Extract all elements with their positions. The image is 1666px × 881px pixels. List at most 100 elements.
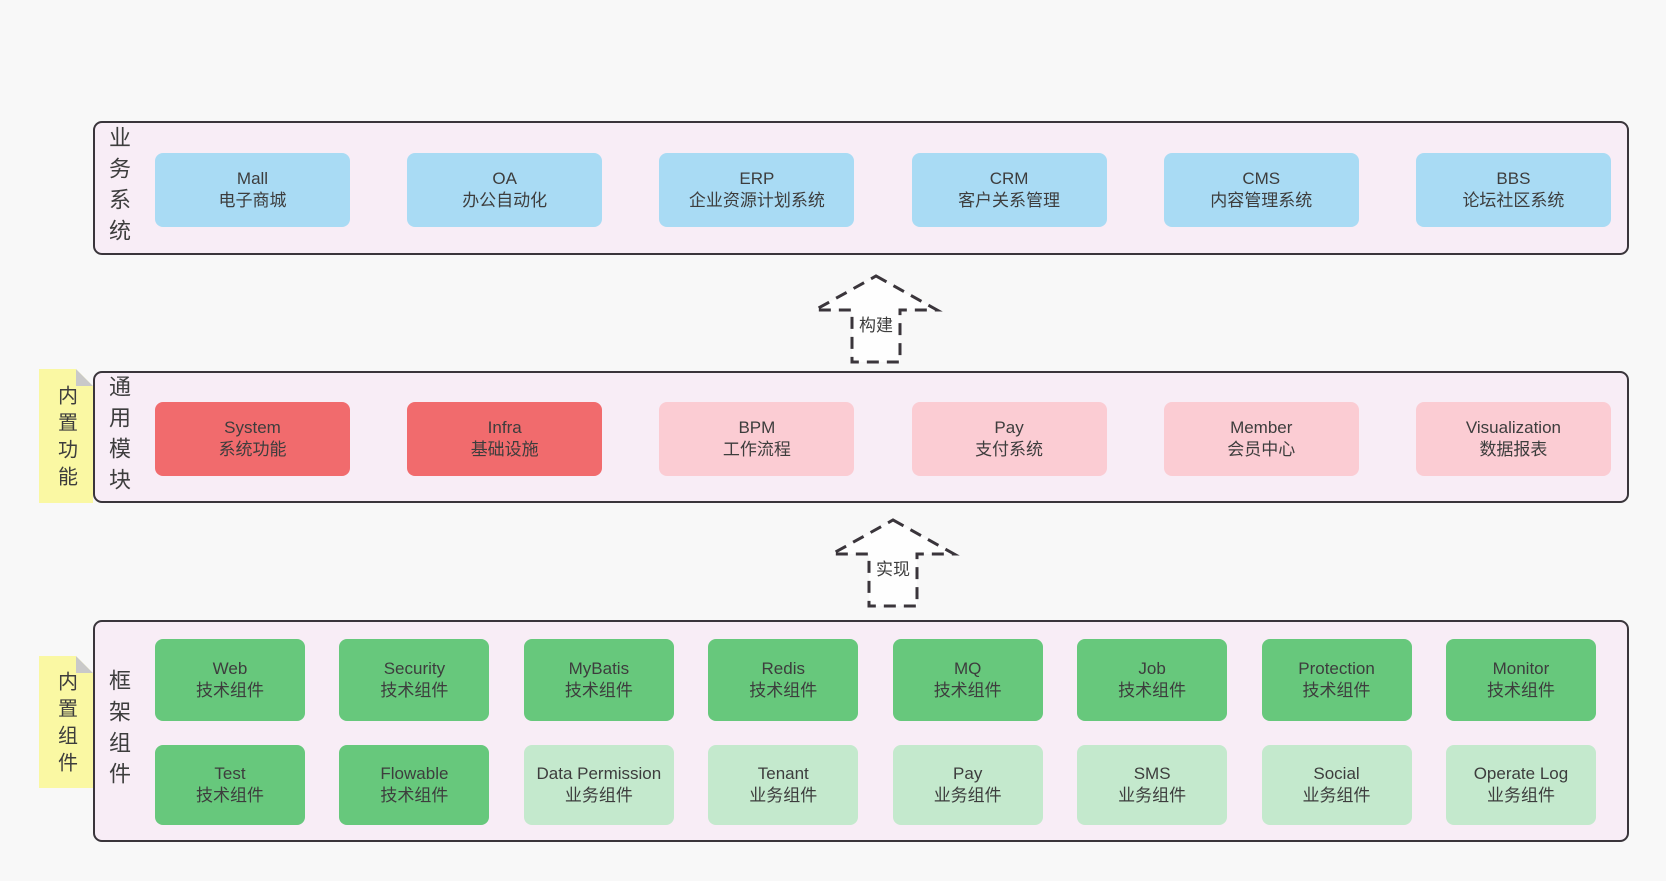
arrow-up-implement-icon: 实现 — [826, 518, 960, 608]
layer-modules-panel: 通用模块 System 系统功能 Infra 基础设施 BPM 工作流程 — [93, 371, 1629, 503]
box-subtitle: 论坛社区系统 — [1462, 191, 1565, 210]
diagram-box: Security 技术组件 — [339, 639, 490, 721]
box-title: Job — [1138, 658, 1166, 678]
box-subtitle: 工作流程 — [722, 440, 791, 459]
box-title: Visualization — [1465, 417, 1561, 437]
diagram-box: Test 技术组件 — [155, 745, 305, 825]
diagram-box: MyBatis 技术组件 — [523, 639, 674, 721]
diagram-box: Member 会员中心 — [1163, 402, 1359, 476]
box-subtitle: 技术组件 — [1302, 681, 1371, 700]
diagram-box: Job 技术组件 — [1077, 639, 1228, 721]
box-title: BBS — [1496, 168, 1531, 188]
layer-components-row-2: Test 技术组件 Flowable 技术组件 Data Permission … — [155, 745, 1596, 825]
layer-business-label: 业务系统 — [106, 126, 131, 250]
box-subtitle: 业务组件 — [564, 786, 633, 805]
box-subtitle: 技术组件 — [380, 681, 449, 700]
box-subtitle: 业务组件 — [1486, 786, 1555, 805]
box-subtitle: 电子商城 — [218, 191, 287, 210]
diagram-box: Tenant 业务组件 — [708, 745, 859, 825]
box-subtitle: 业务组件 — [1118, 786, 1187, 805]
box-subtitle: 技术组件 — [933, 681, 1002, 700]
box-subtitle: 系统功能 — [218, 440, 287, 459]
arrow-label-background — [871, 556, 915, 582]
layer-components-label: 框架组件 — [106, 669, 131, 793]
sticky-note-built-in-components: 内置组件 — [39, 656, 93, 788]
diagram-box: Mall 电子商城 — [155, 153, 350, 227]
box-subtitle: 技术组件 — [380, 786, 449, 805]
diagram-box: BPM 工作流程 — [659, 402, 855, 476]
diagram-box: MQ 技术组件 — [892, 639, 1043, 721]
diagram-box: System 系统功能 — [155, 402, 350, 476]
box-title: Social — [1313, 763, 1360, 783]
box-subtitle: 支付系统 — [975, 440, 1044, 459]
box-subtitle: 企业资源计划系统 — [688, 191, 825, 210]
box-subtitle: 数据报表 — [1479, 440, 1548, 459]
box-title: Flowable — [380, 763, 449, 783]
box-title: MyBatis — [568, 658, 630, 678]
sticky-note-built-in-features: 内置功能 — [39, 369, 93, 503]
sticky-label: 内置功能 — [54, 385, 77, 493]
box-subtitle: 业务组件 — [933, 786, 1002, 805]
box-title: CRM — [989, 168, 1029, 188]
diagram-box: Pay 支付系统 — [911, 402, 1107, 476]
box-title: Operate Log — [1473, 763, 1569, 783]
diagram-box: Visualization 数据报表 — [1415, 402, 1611, 476]
box-subtitle: 业务组件 — [1302, 786, 1371, 805]
box-title: Pay — [953, 763, 983, 783]
diagram-box: SMS 业务组件 — [1077, 745, 1228, 825]
box-subtitle: 技术组件 — [564, 681, 633, 700]
box-title: Web — [212, 658, 248, 678]
diagram-box: CRM 客户关系管理 — [911, 153, 1107, 227]
box-title: Monitor — [1492, 658, 1550, 678]
box-title: OA — [492, 168, 517, 188]
box-subtitle: 客户关系管理 — [958, 191, 1061, 210]
layer-modules-label: 通用模块 — [106, 375, 131, 499]
arrow-implement-label: 实现 — [876, 560, 910, 579]
box-title: BPM — [738, 417, 776, 437]
layer-components-panel: 框架组件 Web 技术组件 Security 技术组件 MyBatis 技术组件 — [93, 620, 1629, 842]
box-subtitle: 技术组件 — [749, 681, 818, 700]
box-title: Mall — [236, 168, 269, 188]
box-title: SMS — [1133, 763, 1171, 783]
box-title: Security — [383, 658, 446, 678]
diagram-box: Pay 业务组件 — [892, 745, 1043, 825]
box-subtitle: 技术组件 — [196, 681, 264, 700]
box-subtitle: 内容管理系统 — [1210, 191, 1313, 210]
box-title: ERP — [739, 168, 775, 188]
box-title: Redis — [761, 658, 805, 678]
diagram-box: Infra 基础设施 — [407, 402, 603, 476]
diagram-box: Flowable 技术组件 — [339, 745, 490, 825]
diagram-box: Social 业务组件 — [1261, 745, 1412, 825]
layer-business-row: Mall 电子商城 OA 办公自动化 ERP 企业资源计划系统 CRM 客户关系… — [155, 153, 1611, 227]
box-subtitle: 技术组件 — [196, 786, 264, 805]
box-title: Test — [214, 763, 246, 783]
diagram-box: CMS 内容管理系统 — [1163, 153, 1359, 227]
box-title: Infra — [487, 417, 522, 437]
diagram-box: Protection 技术组件 — [1261, 639, 1412, 721]
diagram-box: Monitor 技术组件 — [1445, 639, 1596, 721]
box-title: MQ — [953, 658, 982, 678]
diagram-box: Redis 技术组件 — [708, 639, 859, 721]
diagram-box: Operate Log 业务组件 — [1445, 745, 1596, 825]
box-subtitle: 技术组件 — [1118, 681, 1187, 700]
box-subtitle: 会员中心 — [1227, 440, 1296, 459]
box-subtitle: 基础设施 — [470, 440, 539, 459]
layer-components-row-1: Web 技术组件 Security 技术组件 MyBatis 技术组件 Redi… — [155, 639, 1596, 721]
box-subtitle: 办公自动化 — [462, 191, 548, 210]
box-title: System — [224, 417, 281, 437]
box-title: Data Permission — [536, 763, 662, 783]
diagram-box: BBS 论坛社区系统 — [1415, 153, 1611, 227]
box-subtitle: 业务组件 — [749, 786, 818, 805]
layer-modules-row: System 系统功能 Infra 基础设施 BPM 工作流程 Pay 支付系统 — [155, 402, 1611, 476]
box-title: Tenant — [757, 763, 809, 783]
box-subtitle: 技术组件 — [1486, 681, 1555, 700]
sticky-label: 内置组件 — [54, 671, 77, 779]
box-title: Pay — [994, 417, 1024, 437]
box-title: Member — [1230, 417, 1293, 437]
arrow-label-background — [854, 312, 898, 338]
box-title: CMS — [1242, 168, 1281, 188]
diagram-box: ERP 企业资源计划系统 — [659, 153, 855, 227]
box-title: Protection — [1298, 658, 1375, 678]
layer-business-panel: 业务系统 Mall 电子商城 OA 办公自动化 ERP 企业资源计划系统 — [93, 121, 1629, 255]
